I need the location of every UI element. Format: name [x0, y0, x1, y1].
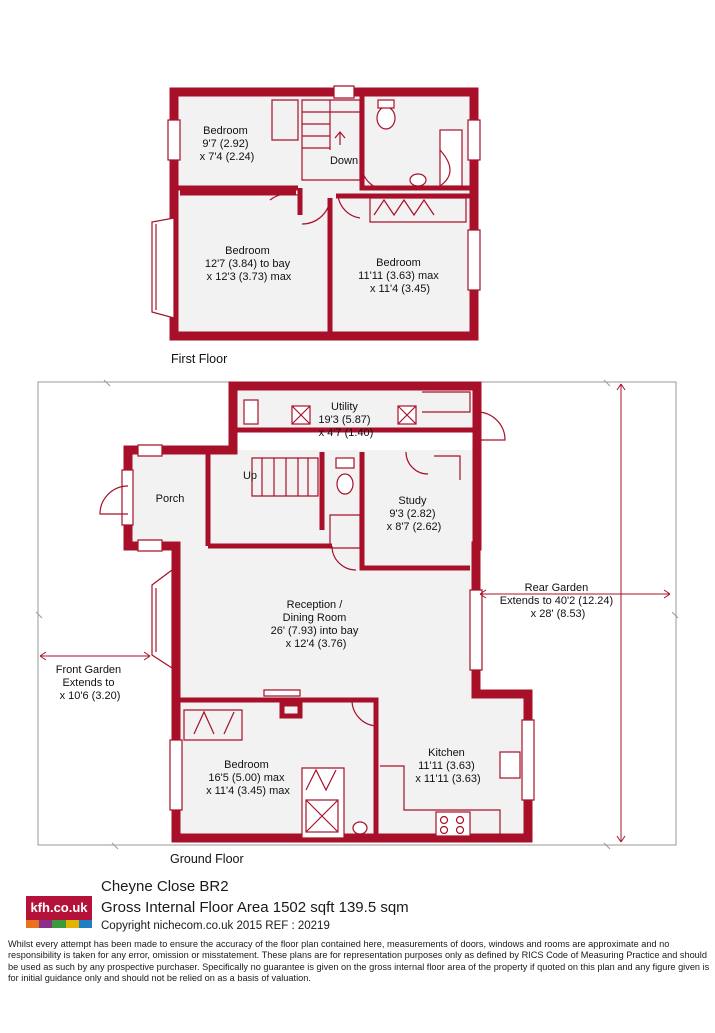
study-label: Study 9'3 (2.82) x 8'7 (2.62): [387, 495, 442, 533]
gross-internal-area: Gross Internal Floor Area 1502 sqft 139.…: [101, 899, 409, 916]
kfh-logo: kfh.co.uk: [26, 896, 92, 930]
front-garden-label: Front Garden Extends to x 10'6 (3.20): [56, 664, 124, 702]
first-floor-plan: [151, 85, 481, 341]
stairs-down-label: Down: [330, 155, 358, 167]
utility-label: Utility 19'3 (5.87) x 4'7 (1.40): [318, 401, 373, 439]
porch-label: Porch: [156, 493, 185, 505]
rear-garden-label: Rear Garden Extends to 40'2 (12.24) x 28…: [500, 582, 616, 620]
logo-stripe-2: [39, 920, 52, 928]
logo-stripe-5: [79, 920, 92, 928]
copyright-line: Copyright nichecom.co.uk 2015 REF : 2021…: [101, 920, 330, 932]
ground-floor-title: Ground Floor: [170, 852, 244, 866]
kitchen-label: Kitchen 11'11 (3.63) x 11'11 (3.63): [415, 747, 480, 785]
ground-floor-plan: [35, 379, 679, 850]
first-floor-title: First Floor: [171, 352, 227, 366]
logo-stripe-4: [66, 920, 79, 928]
first-floor-rear-bedroom-label: Bedroom 11'11 (3.63) max x 11'4 (3.45): [358, 257, 442, 295]
reception-label: Reception / Dining Room 26' (7.93) into …: [271, 599, 362, 650]
logo-stripe-1: [26, 920, 39, 928]
logo-stripe-3: [52, 920, 66, 928]
property-address: Cheyne Close BR2: [101, 878, 229, 895]
first-floor-bay-bedroom-label: Bedroom 12'7 (3.84) to bay x 12'3 (3.73)…: [205, 245, 293, 283]
logo-text: kfh.co.uk: [30, 900, 88, 915]
logo-background: [26, 896, 92, 920]
disclaimer-text: Whilst every attempt has been made to en…: [8, 939, 710, 984]
ground-bedroom-label: Bedroom 16'5 (5.00) max x 11'4 (3.45) ma…: [206, 759, 290, 797]
stairs-up-label: Up: [243, 470, 257, 482]
first-floor-bedroom-label: Bedroom 9'7 (2.92) x 7'4 (2.24): [200, 125, 255, 163]
